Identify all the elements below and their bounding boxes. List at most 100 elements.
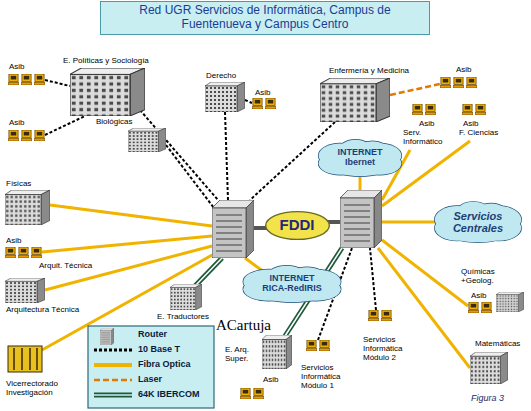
node-text: INTERNET RICA-RedIRIS [256, 274, 328, 294]
legend-ethernet-sample [94, 349, 132, 352]
ethernet-link [370, 248, 376, 310]
workgroup-tag: Asib [254, 89, 272, 98]
computer-icon [5, 247, 16, 258]
computer-icon [319, 340, 330, 351]
computer-icon [425, 104, 436, 115]
laser-link [390, 84, 440, 95]
node-label: INTERNET Ibernet [332, 148, 388, 168]
computer-icon [412, 104, 423, 115]
network-cloud: Servicios Centrales [431, 201, 525, 243]
legend-text: 64K IBERCOM [138, 390, 200, 400]
figure-caption: Figura 3 [470, 393, 505, 403]
site-name: Químicas +Geolog. [460, 268, 508, 286]
books-icon [8, 346, 42, 372]
computer-icon [21, 74, 32, 85]
site-name: Arquit. Técnica [38, 262, 93, 271]
computer-icon [18, 247, 29, 258]
building [70, 68, 145, 116]
computer-icon [252, 98, 263, 109]
computer-icon [440, 77, 451, 88]
books-stripe [36, 348, 38, 370]
building [5, 190, 50, 225]
site-name: E. Arq. Super. [224, 346, 260, 364]
building [320, 78, 390, 122]
diagram-title: Red UGR Servicios de Informática, Campus… [100, 1, 430, 35]
legend-text: Router [138, 330, 167, 340]
legend-router-sample [100, 328, 114, 345]
ethernet-link [166, 145, 214, 208]
node-text: FDDI [280, 217, 315, 234]
node-text: Servicios Centrales [448, 210, 508, 234]
router-symbol [340, 190, 382, 248]
ethernet-link [45, 116, 85, 135]
node-label: FDDI [280, 217, 315, 234]
legend-ibercom-sample [94, 393, 132, 398]
site-name: ACartuja [215, 317, 272, 334]
computer-icon [453, 77, 464, 88]
fiber-link [382, 240, 468, 306]
building [5, 278, 45, 303]
computer-icon [381, 310, 392, 321]
site-name: Servicios Informática Módulo 1 [300, 364, 354, 391]
computer-icon [368, 310, 379, 321]
computer-icon [21, 130, 32, 141]
workgroup-tag: Asib [418, 120, 436, 129]
ibercom-link-core [195, 258, 222, 286]
legend-ibercom-core [94, 394, 132, 396]
site-name: Biológicas [95, 118, 133, 127]
node-text: INTERNET Ibernet [332, 148, 388, 168]
network-cloud: INTERNET Ibernet [315, 139, 405, 177]
legend-text: Laser [138, 375, 162, 385]
node-label: Servicios Centrales [448, 210, 508, 234]
books-box [8, 346, 42, 372]
legend-text: Fibra Optica [138, 360, 191, 370]
site-name: E. Políticas y Sociología [62, 57, 150, 66]
legend-laser-sample [94, 379, 132, 382]
computer-icon [306, 340, 317, 351]
router-symbol [212, 200, 254, 258]
computer-icon [34, 130, 45, 141]
computer-icon [462, 104, 473, 115]
fddi-ring: FDDI [265, 211, 330, 240]
ethernet-link [140, 110, 218, 200]
computer-icon [34, 74, 45, 85]
computer-icon [466, 77, 477, 88]
building [470, 352, 508, 384]
ibercom-links [195, 248, 342, 336]
workgroup-tag: Asib [5, 237, 23, 246]
computer-icon [253, 388, 264, 399]
building [128, 128, 166, 152]
workgroup-tag: Asib [462, 120, 480, 129]
fiber-link [42, 236, 212, 252]
legend-text: 10 Base T [138, 345, 180, 355]
legend-panel [88, 326, 214, 408]
site-name: Vicerrectorado Investigación [5, 380, 82, 398]
books-stripe [21, 348, 23, 370]
workgroup-tag: Asib [8, 119, 26, 128]
fiber-links [42, 141, 470, 368]
site-name: Enfermería y Medicina [328, 67, 410, 76]
computer-icon [31, 247, 42, 258]
workgroup-tag: Asib [455, 66, 473, 75]
building [496, 292, 524, 312]
site-name: Serv. Informático [402, 129, 446, 147]
site-name: Arquitectura Técnica [5, 306, 80, 315]
workgroup-tag: Asib [8, 63, 26, 72]
computer-icon [240, 388, 251, 399]
computer-icon [8, 130, 19, 141]
site-name: Físicas [5, 180, 32, 189]
computer-icon [468, 302, 479, 313]
site-name: F. Ciencias [458, 129, 499, 138]
site-name: Servicios Informática Módulo 2 [362, 336, 416, 363]
site-name: Matemáticas [474, 340, 521, 349]
building [170, 284, 202, 310]
building [205, 82, 245, 112]
network-cloud: INTERNET RICA-RedIRIS [239, 265, 345, 303]
site-name: Derecho [205, 72, 237, 81]
fiber-link [50, 205, 212, 226]
site-name: E. Traductores [156, 313, 210, 322]
node-label: INTERNET RICA-RedIRIS [256, 274, 328, 294]
ethernet-link [45, 80, 70, 86]
building [262, 335, 292, 369]
